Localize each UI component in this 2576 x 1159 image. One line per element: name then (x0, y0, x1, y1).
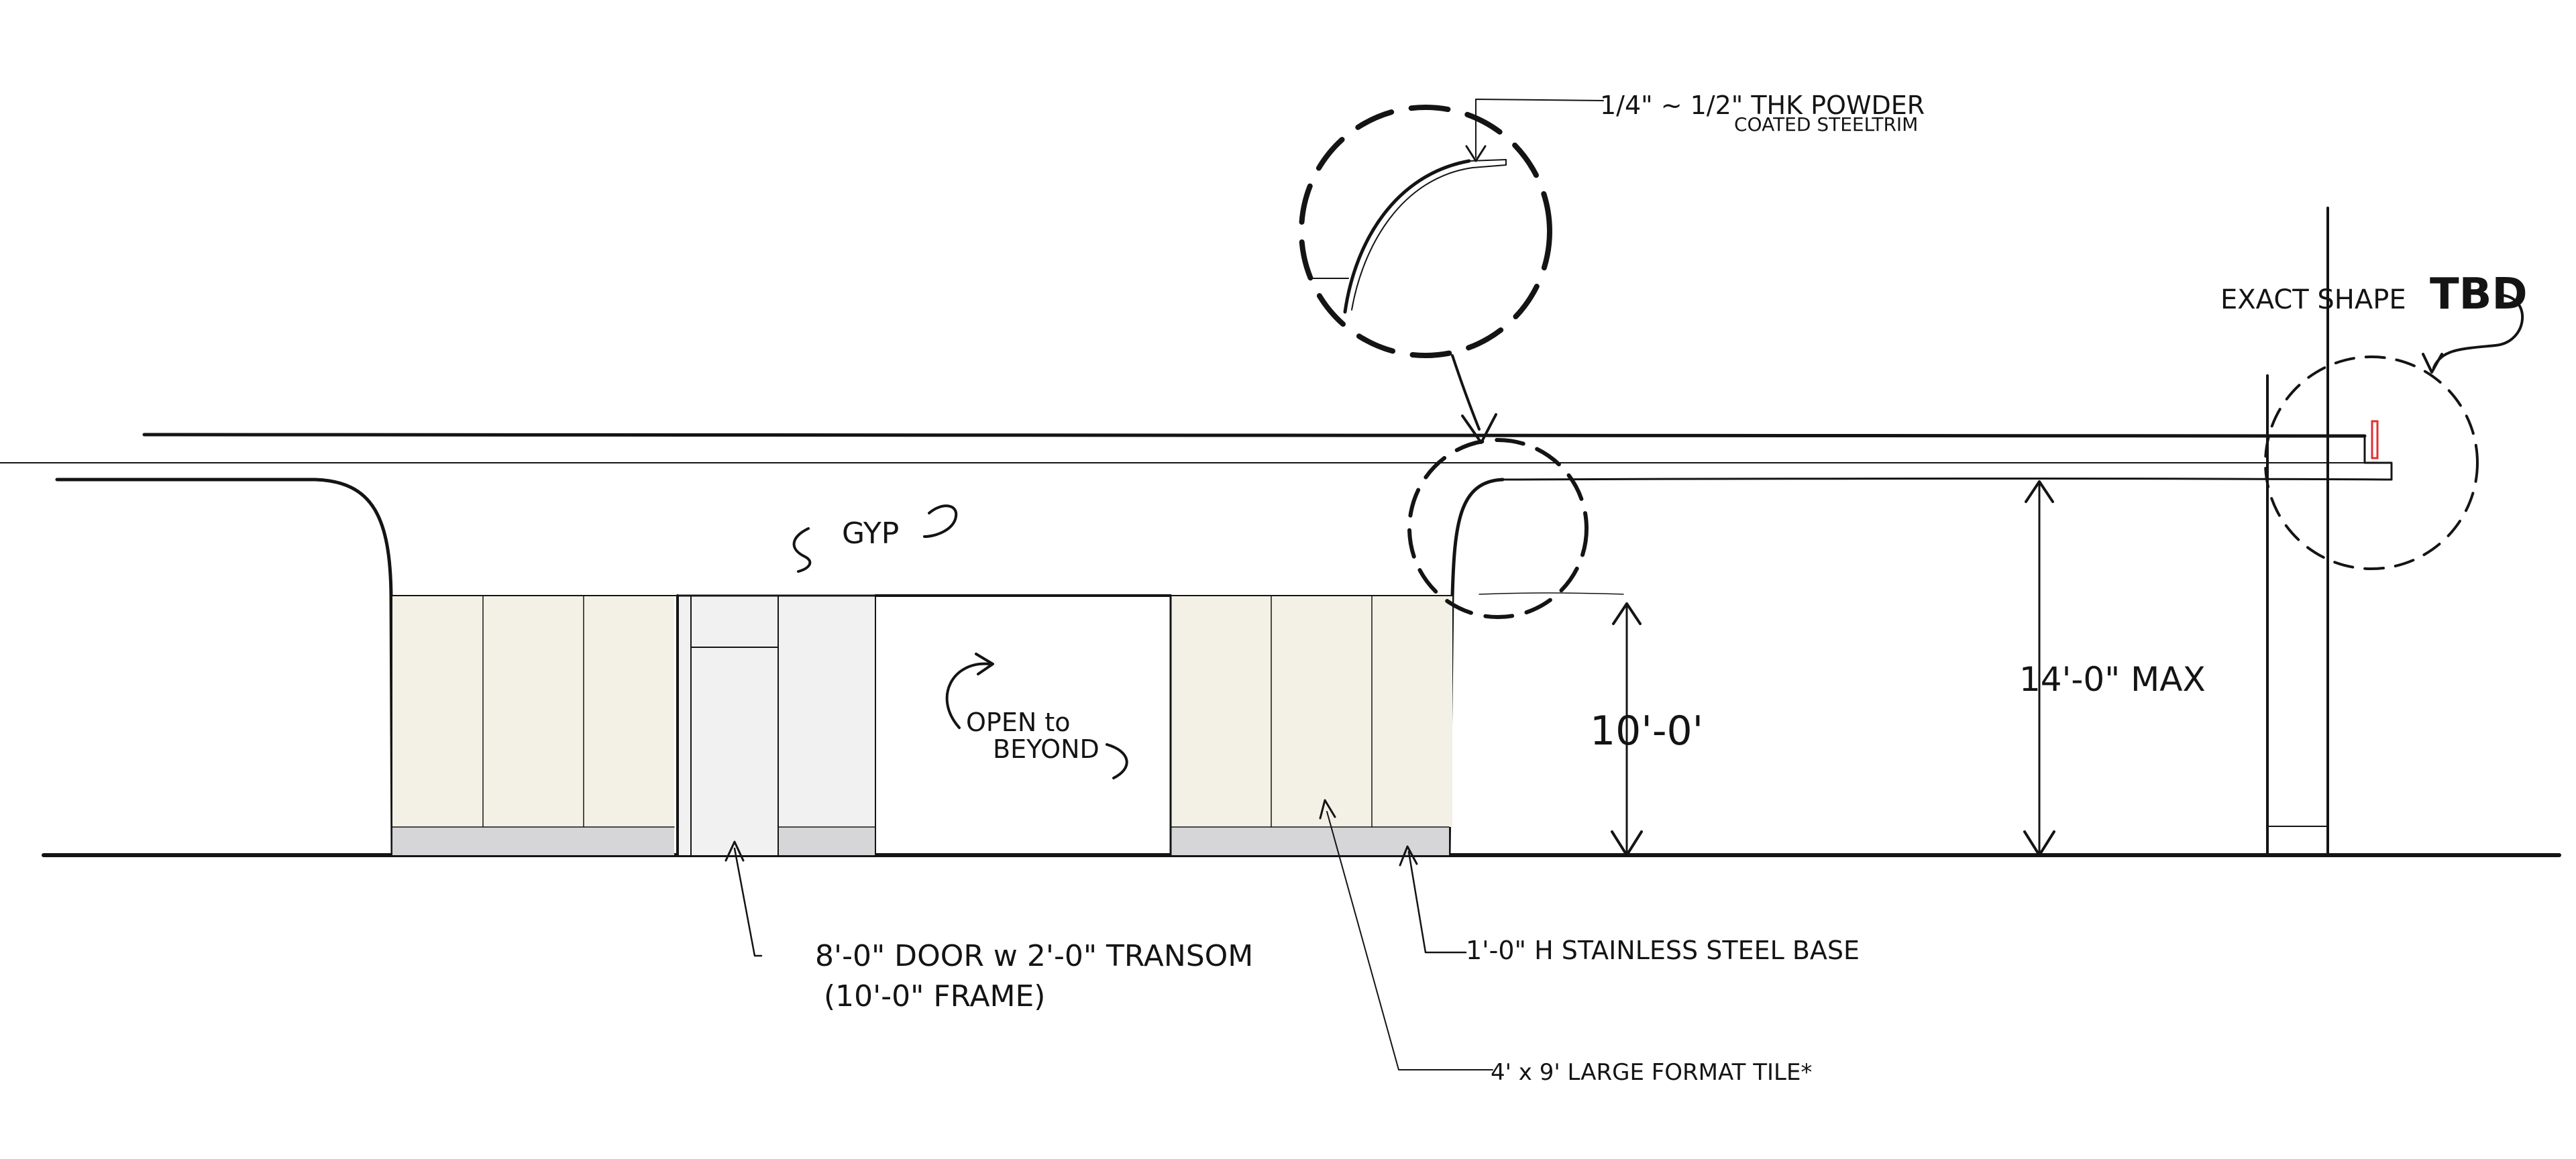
door-frame (676, 594, 877, 857)
dimension-10ft (1611, 602, 1643, 857)
dim-10ft-label: 10'-0' (1590, 708, 1703, 755)
dimension-14ft (2023, 480, 2055, 857)
tbd-shape-circle (2264, 355, 2479, 570)
soffit-callout-circle (1407, 438, 1589, 619)
trim-note-line1: 1/4" ~ 1/2" THK POWDER (1600, 91, 1925, 120)
trim-note-line2: COATED STEELTRIM (1734, 113, 1918, 135)
door-note-line1: 8'-0" DOOR w 2'-0" TRANSOM (815, 939, 1253, 973)
open-to-label: OPEN to (966, 708, 1071, 737)
tile-wall-left (392, 595, 678, 855)
trim-detail-circle (1299, 105, 1552, 358)
tbd-label: TBD (2430, 270, 2528, 319)
door-note-line2: (10'-0" FRAME) (824, 979, 1045, 1013)
base-note: 1'-0" H STAINLESS STEEL BASE (1466, 936, 1860, 965)
exact-shape-label: EXACT SHAPE (2220, 284, 2406, 315)
tile-wall-right (1169, 592, 1624, 857)
gyp-label: GYP (842, 516, 899, 551)
right-soffit-curve (1447, 478, 1505, 857)
red-detail-mark (2371, 420, 2379, 459)
left-soffit-curve (55, 478, 394, 857)
canopy (0, 420, 2393, 481)
right-column (2266, 207, 2329, 857)
tile-note: 4' x 9' LARGE FORMAT TILE* (1491, 1059, 1812, 1086)
leader-lines (724, 99, 2524, 1070)
dim-14ft-label: 14'-0" MAX (2019, 660, 2206, 699)
beyond-label: BEYOND (993, 734, 1099, 764)
trim-detail-drawing (1311, 159, 1507, 314)
